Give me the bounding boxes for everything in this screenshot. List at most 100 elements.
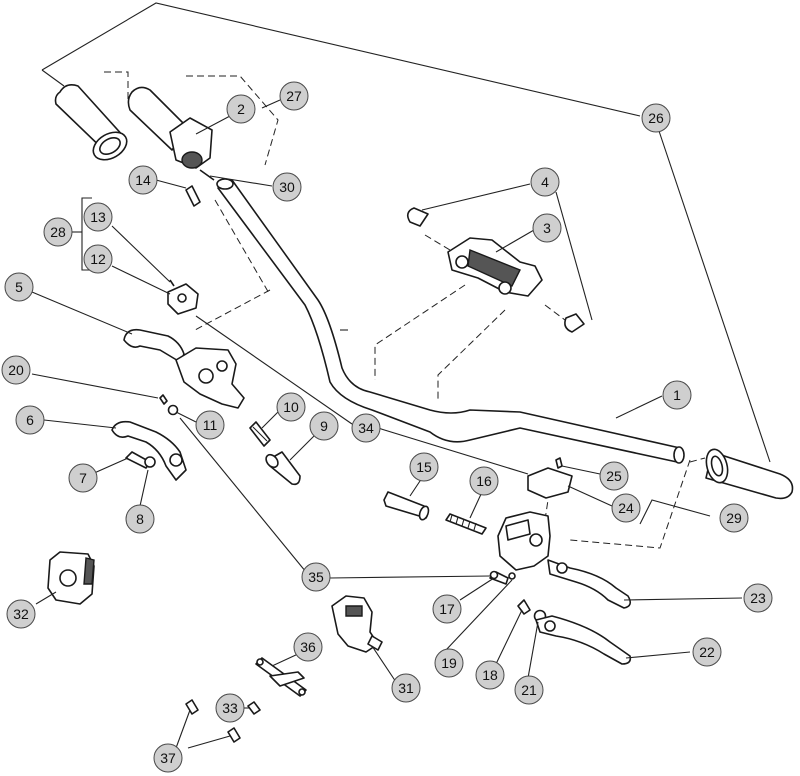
pin-14 (185, 185, 201, 207)
callout-5: 5 (4, 272, 34, 302)
callout-2-label: 2 (237, 101, 245, 117)
callout-33-label: 33 (222, 700, 238, 716)
callout-22-label: 22 (699, 644, 715, 660)
callout-25: 25 (599, 461, 629, 491)
callout-5-label: 5 (15, 279, 23, 295)
callout-32-label: 32 (13, 606, 29, 622)
callout-24-label: 24 (618, 500, 634, 516)
callout-25-label: 25 (606, 468, 622, 484)
callout-4: 4 (530, 167, 560, 197)
callout-31: 31 (391, 673, 421, 703)
switch-block (447, 237, 543, 297)
callout-31-label: 31 (398, 680, 414, 696)
callout-9-label: 9 (320, 418, 328, 434)
clutch-lever (123, 328, 185, 363)
callout-10: 10 (276, 392, 306, 422)
callout-30-label: 30 (279, 179, 295, 195)
callout-27-label: 27 (286, 88, 302, 104)
brake-lever-23 (547, 559, 632, 609)
callout-16-label: 16 (476, 473, 492, 489)
screw-20 (159, 394, 168, 405)
reservoir-cap-24 (527, 467, 573, 499)
callout-35-label: 35 (308, 569, 324, 585)
switch-housing-31 (331, 595, 383, 653)
callout-17: 17 (432, 594, 462, 624)
callout-22: 22 (692, 637, 722, 667)
callout-9: 9 (309, 411, 339, 441)
pin-37-lower (227, 727, 241, 743)
small-screw-13 (169, 279, 175, 287)
callout-11-label: 11 (203, 417, 218, 433)
left-grip-outer (54, 84, 128, 161)
clamp-lower (564, 313, 585, 333)
callout-35: 35 (301, 562, 331, 592)
callout-1-label: 1 (673, 387, 681, 403)
callout-34: 34 (351, 413, 381, 443)
spring-16 (445, 513, 487, 535)
callout-37: 37 (153, 743, 183, 773)
callout-29: 29 (719, 503, 749, 533)
callout-18-label: 18 (482, 667, 498, 683)
callout-15-label: 15 (416, 459, 432, 475)
clutch-perch (175, 347, 245, 409)
callout-8-label: 8 (136, 511, 144, 527)
callout-20: 20 (1, 355, 31, 385)
callout-16: 16 (469, 466, 499, 496)
callout-24: 24 (611, 493, 641, 523)
callout-26: 26 (641, 103, 671, 133)
leader-lines (31, 2, 771, 749)
callout-21-label: 21 (521, 682, 537, 698)
callout-11: 11 (195, 410, 225, 440)
callout-21: 21 (514, 675, 544, 705)
callout-8: 8 (125, 504, 155, 534)
throttle-housing (169, 117, 215, 181)
bolt-17 (489, 570, 509, 585)
callout-32: 32 (6, 599, 36, 629)
nut-11 (167, 404, 179, 416)
callout-4-label: 4 (541, 174, 549, 190)
callout-13: 13 (83, 202, 113, 232)
pin-18 (517, 599, 531, 615)
bracket-36 (255, 657, 307, 697)
callout-37-label: 37 (160, 750, 176, 766)
handlebar (216, 178, 685, 464)
nut-8 (144, 456, 156, 468)
clutch-clamp-upper (167, 283, 199, 315)
adjuster-9 (265, 451, 301, 486)
pin-37-upper (185, 699, 199, 715)
callout-28: 28 (43, 217, 73, 247)
spring-10 (249, 421, 271, 447)
callout-15: 15 (409, 452, 439, 482)
callout-17-label: 17 (439, 601, 455, 617)
callout-3: 3 (532, 213, 562, 243)
callout-36-label: 36 (300, 639, 316, 655)
callout-20-label: 20 (8, 362, 24, 378)
callout-19-label: 19 (441, 655, 457, 671)
callout-19: 19 (434, 648, 464, 678)
callout-6: 6 (15, 405, 45, 435)
push-rod-15 (383, 491, 430, 521)
washer-19 (508, 572, 516, 580)
callout-12: 12 (83, 244, 113, 274)
callout-7-label: 7 (79, 470, 87, 486)
callout-12-label: 12 (90, 251, 106, 267)
screw-33 (247, 701, 261, 715)
callout-28-label: 28 (50, 224, 66, 240)
callout-34-label: 34 (358, 420, 374, 436)
callout-13-label: 13 (90, 209, 106, 225)
callout-14-label: 14 (135, 172, 151, 188)
right-grip (705, 448, 794, 500)
ignition-switch-32 (47, 551, 95, 605)
callout-27: 27 (279, 81, 309, 111)
callout-2: 2 (226, 94, 256, 124)
callout-30: 30 (272, 172, 302, 202)
callout-10-label: 10 (283, 399, 299, 415)
brake-master-cylinder (497, 511, 551, 571)
clamp-upper (406, 207, 429, 227)
callout-3-label: 3 (543, 220, 551, 236)
callout-14: 14 (128, 165, 158, 195)
lever-22 (535, 615, 632, 665)
callout-26-label: 26 (648, 110, 664, 126)
callout-29-label: 29 (726, 510, 742, 526)
